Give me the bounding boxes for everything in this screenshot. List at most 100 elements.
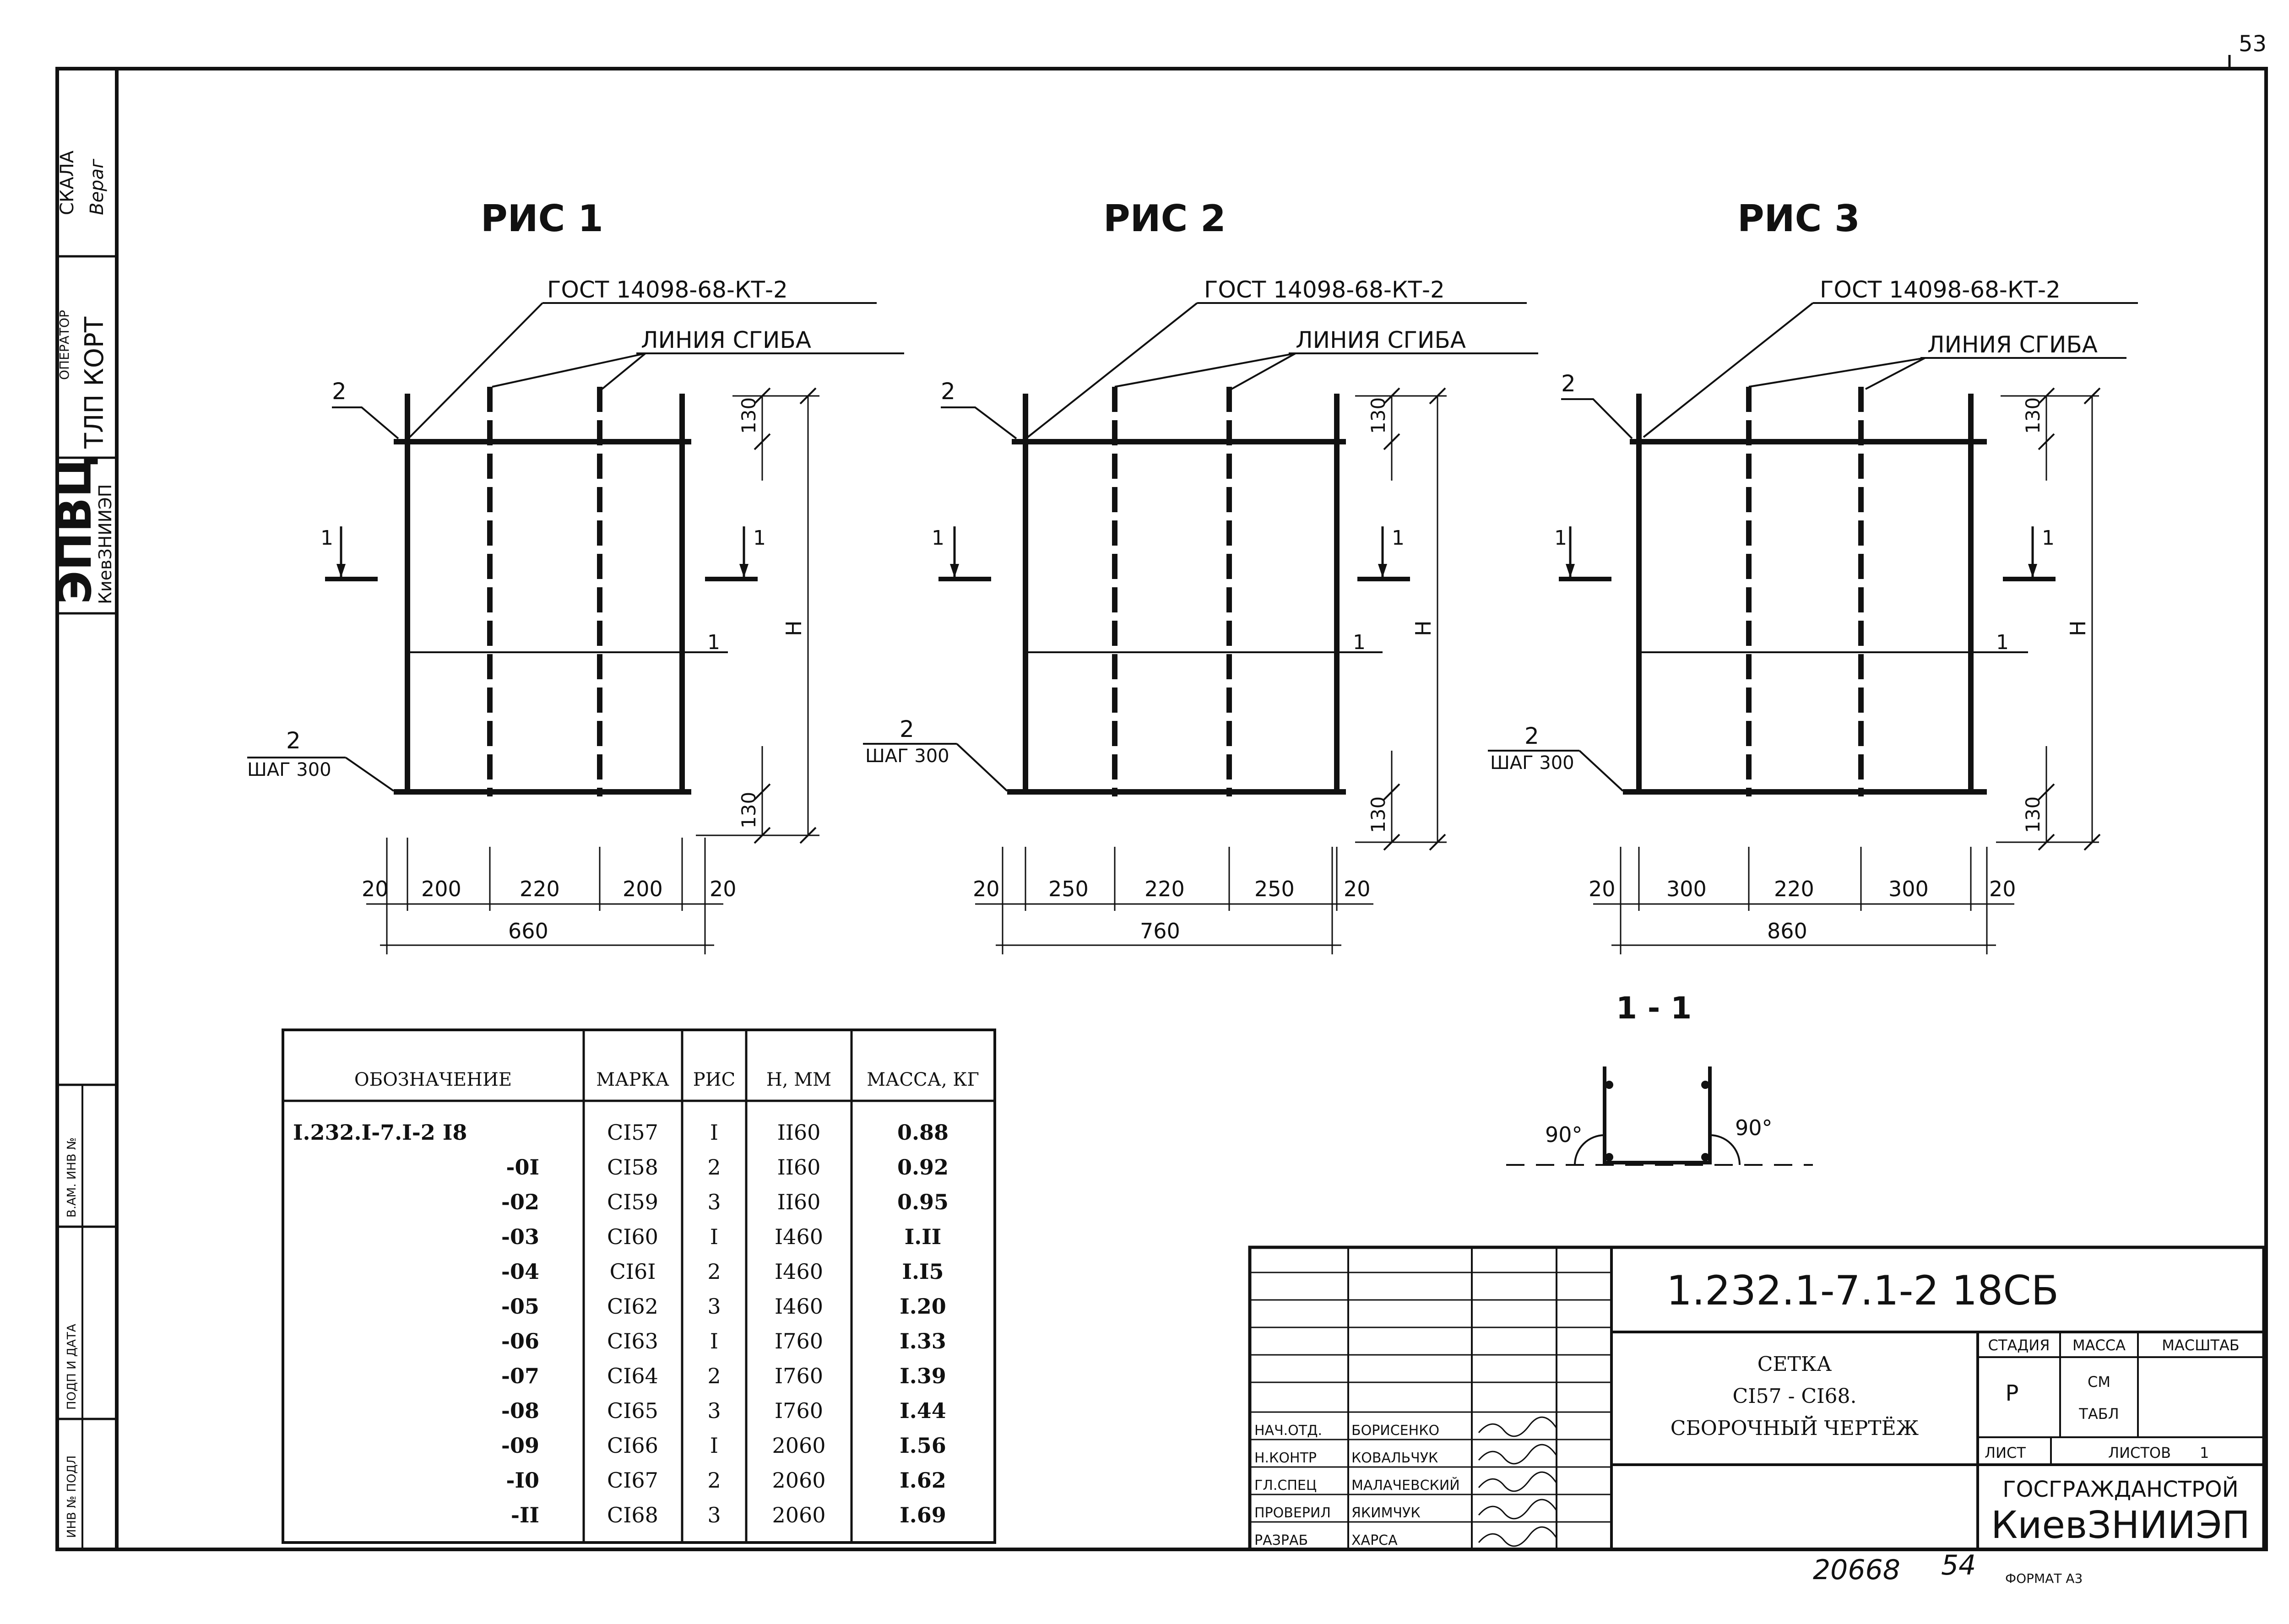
position-label-bottom: 2 [900, 716, 914, 742]
cell-mass: I.44 [900, 1398, 946, 1423]
cell-h: I760 [775, 1364, 823, 1388]
cell-mark: CI66 [607, 1433, 658, 1458]
signature-role: Н.КОНТР [1254, 1450, 1317, 1466]
side-stamp: СКАЛА Вераг ОПЕРАТОР ТЛП КОРТ ЭПВЦ КиевЗ… [48, 150, 117, 1549]
cell-fig: 2 [707, 1259, 721, 1284]
mass-value-2: ТАБЛ [2078, 1405, 2119, 1423]
sheets-label: ЛИСТОВ [2108, 1444, 2171, 1462]
cell-h: I460 [775, 1224, 823, 1249]
signature-name: МАЛАЧЕВСКИЙ [1351, 1477, 1460, 1494]
section-angle-right: 90° [1735, 1115, 1773, 1140]
section-1-1: 1 - 1 90° 90° [1506, 991, 1813, 1166]
sheets-value: 1 [2200, 1444, 2209, 1462]
cell-mark: CI68 [607, 1503, 658, 1527]
cell-mass: I.33 [900, 1329, 946, 1353]
cell-mass: I.I5 [902, 1259, 944, 1284]
position-label-bottom: 2 [1524, 723, 1539, 749]
cell-h: I460 [775, 1294, 823, 1319]
position-label-mid: 1 [1353, 631, 1366, 654]
bend-line-callout: ЛИНИЯ СГИБА [1927, 331, 2098, 358]
figure-2: РИС 2 ГОСТ 14098-68-КТ-2 ЛИНИЯ СГИБА 2 2… [863, 197, 1538, 954]
signature-name: ХАРСА [1351, 1532, 1398, 1548]
cell-mark: CI65 [607, 1398, 658, 1423]
side-podl-label: ИНВ № ПОДЛ [65, 1456, 79, 1538]
table-header-mass: МАССА, КГ [867, 1069, 979, 1090]
cell-designation: -06 [501, 1329, 539, 1353]
cell-designation: -07 [501, 1364, 539, 1388]
cell-mark: CI62 [607, 1294, 658, 1319]
position-label-top: 2 [941, 378, 955, 405]
dim-bottom: 130 [2022, 796, 2044, 833]
side-org-big: ЭПВЦ [48, 455, 102, 604]
cell-designation: -02 [501, 1190, 539, 1214]
side-org-small: КиевЗНИИЭП [95, 484, 115, 604]
gost-callout: ГОСТ 14098-68-КТ-2 [1820, 276, 2061, 303]
drawing-name-line-2: CI57 - CI68. [1733, 1385, 1857, 1408]
table-header-h: Н, ММ [766, 1069, 831, 1090]
org-name-2: КиевЗНИИЭП [1991, 1504, 2250, 1547]
cell-designation: -II [511, 1503, 539, 1527]
cut-label-left: 1 [1554, 526, 1567, 550]
cell-h: I460 [775, 1259, 823, 1284]
cell-mass: I.39 [900, 1364, 946, 1388]
drawing-name-line-3: СБОРОЧНЫЙ ЧЕРТЁЖ [1671, 1415, 1919, 1440]
drawing-name-line-1: СЕТКА [1757, 1353, 1832, 1376]
dim-3: 220 [1144, 877, 1185, 901]
dim-bottom: 130 [738, 792, 760, 828]
cell-h: II60 [777, 1120, 821, 1145]
signature-scribble [1478, 1526, 1557, 1547]
signature-name: ЯКИМЧУК [1351, 1505, 1421, 1521]
dim-total: 760 [1140, 919, 1180, 943]
figure-title: РИС 3 [1737, 197, 1860, 240]
bend-line-callout: ЛИНИЯ СГИБА [1296, 327, 1466, 353]
org-name-1: ГОСГРАЖДАНСТРОЙ [2002, 1476, 2238, 1502]
side-date-label: ПОДП И ДАТА [65, 1324, 79, 1410]
cell-fig: 2 [707, 1155, 721, 1180]
footer-number: 20668 [1813, 1554, 1900, 1586]
cell-mark: CI63 [607, 1329, 658, 1353]
stage-label: СТАДИЯ [1988, 1337, 2050, 1354]
cell-mass: 0.92 [897, 1155, 949, 1180]
signature-scribble [1478, 1499, 1557, 1520]
signature-role: НАЧ.ОТД. [1254, 1423, 1322, 1439]
position-label-mid: 1 [1996, 631, 2009, 654]
cell-mass: I.II [905, 1224, 942, 1249]
signature-role: ГЛ.СПЕЦ [1254, 1478, 1317, 1494]
cell-designation: I.232.I-7.I-2 I8 [293, 1120, 467, 1145]
signature-name: КОВАЛЬЧУК [1351, 1450, 1438, 1466]
stage-value: Р [2006, 1380, 2019, 1406]
section-title: 1 - 1 [1616, 991, 1692, 1026]
position-label-mid: 1 [707, 631, 720, 654]
cell-h: II60 [777, 1155, 821, 1180]
step-label: ШАГ 300 [1490, 752, 1574, 774]
gost-callout: ГОСТ 14098-68-КТ-2 [547, 276, 788, 303]
side-operator-value: ТЛП КОРТ [80, 316, 109, 449]
signature-name: БОРИСЕНКО [1351, 1423, 1439, 1439]
dim-1: 20 [973, 877, 1000, 901]
cell-designation: -05 [501, 1294, 539, 1319]
cut-label-right: 1 [1392, 526, 1405, 550]
cell-fig: I [710, 1329, 718, 1353]
cell-mark: CI59 [607, 1190, 658, 1214]
cell-designation: -04 [501, 1259, 539, 1284]
dim-top: 130 [738, 397, 760, 434]
cell-mass: I.20 [900, 1294, 946, 1319]
sheet-frame [55, 67, 2268, 1551]
position-label-top: 2 [332, 378, 347, 405]
dim-2: 300 [1666, 877, 1707, 901]
cell-mark: CI64 [607, 1364, 658, 1388]
side-scale-sign: Вераг [87, 158, 108, 215]
footer-format: ФОРМАТ А3 [2005, 1571, 2083, 1586]
table-header-mark: МАРКА [596, 1069, 669, 1090]
cut-label-right: 1 [2042, 526, 2055, 550]
dim-top: 130 [2022, 397, 2044, 434]
cell-mark: CI57 [607, 1120, 658, 1145]
cell-designation: -I0 [506, 1468, 539, 1493]
side-inv-label: В.АМ. ИНВ № [65, 1137, 79, 1218]
drawing-code: 1.232.1-7.1-2 18СБ [1666, 1267, 2059, 1314]
cell-fig: I [710, 1433, 718, 1458]
figure-title: РИС 2 [1103, 197, 1226, 240]
signature-scribble [1478, 1416, 1557, 1437]
